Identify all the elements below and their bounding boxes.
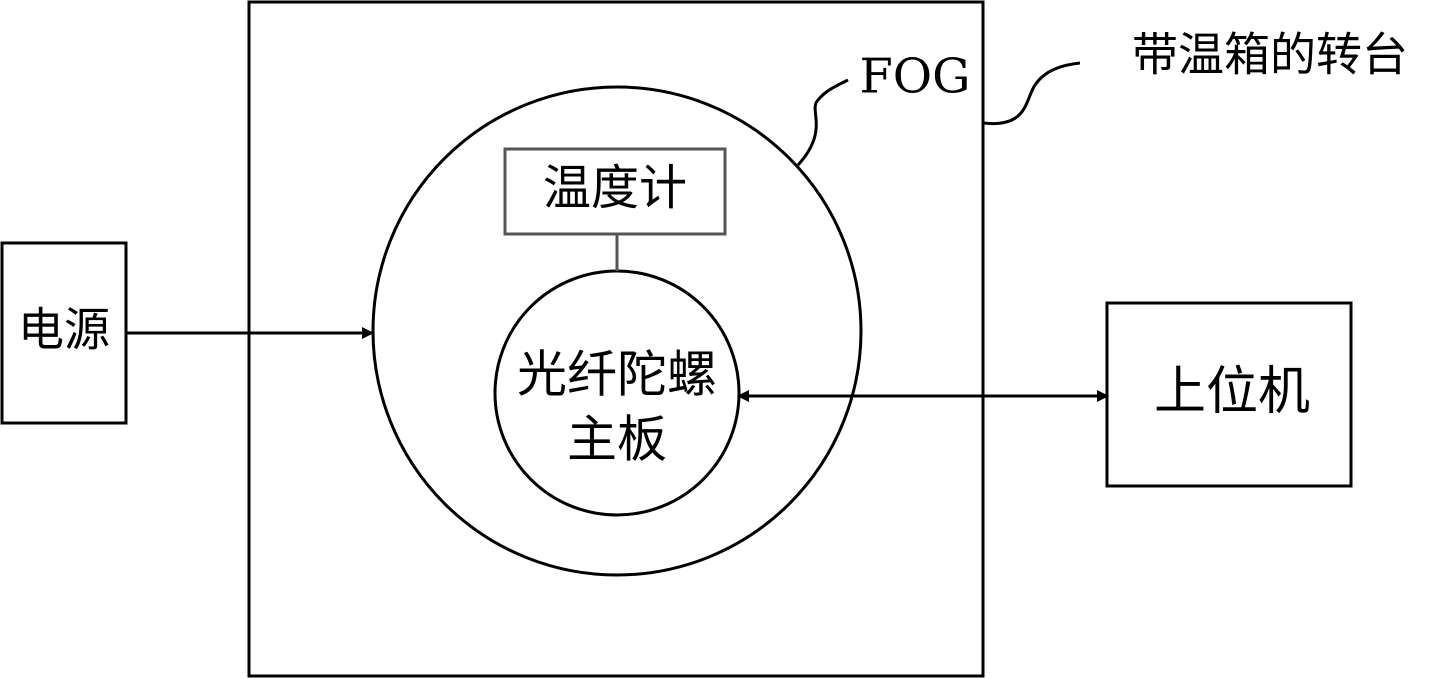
turntable-label: 带温箱的转台 (1132, 28, 1408, 82)
gyro-board-label-line1: 光纤陀螺 (517, 346, 717, 404)
turntable-box (247, 0, 985, 678)
thermometer-label: 温度计 (543, 160, 687, 216)
host-computer-label: 上位机 (1154, 362, 1310, 422)
thermometer-box (503, 147, 727, 236)
turntable-leader-line (982, 61, 1081, 126)
fog-leader-line (796, 78, 849, 167)
power-supply-label: 电源 (18, 303, 110, 357)
gyro-board-label-line2: 主板 (567, 411, 667, 469)
fog-label: FOG (860, 49, 971, 105)
